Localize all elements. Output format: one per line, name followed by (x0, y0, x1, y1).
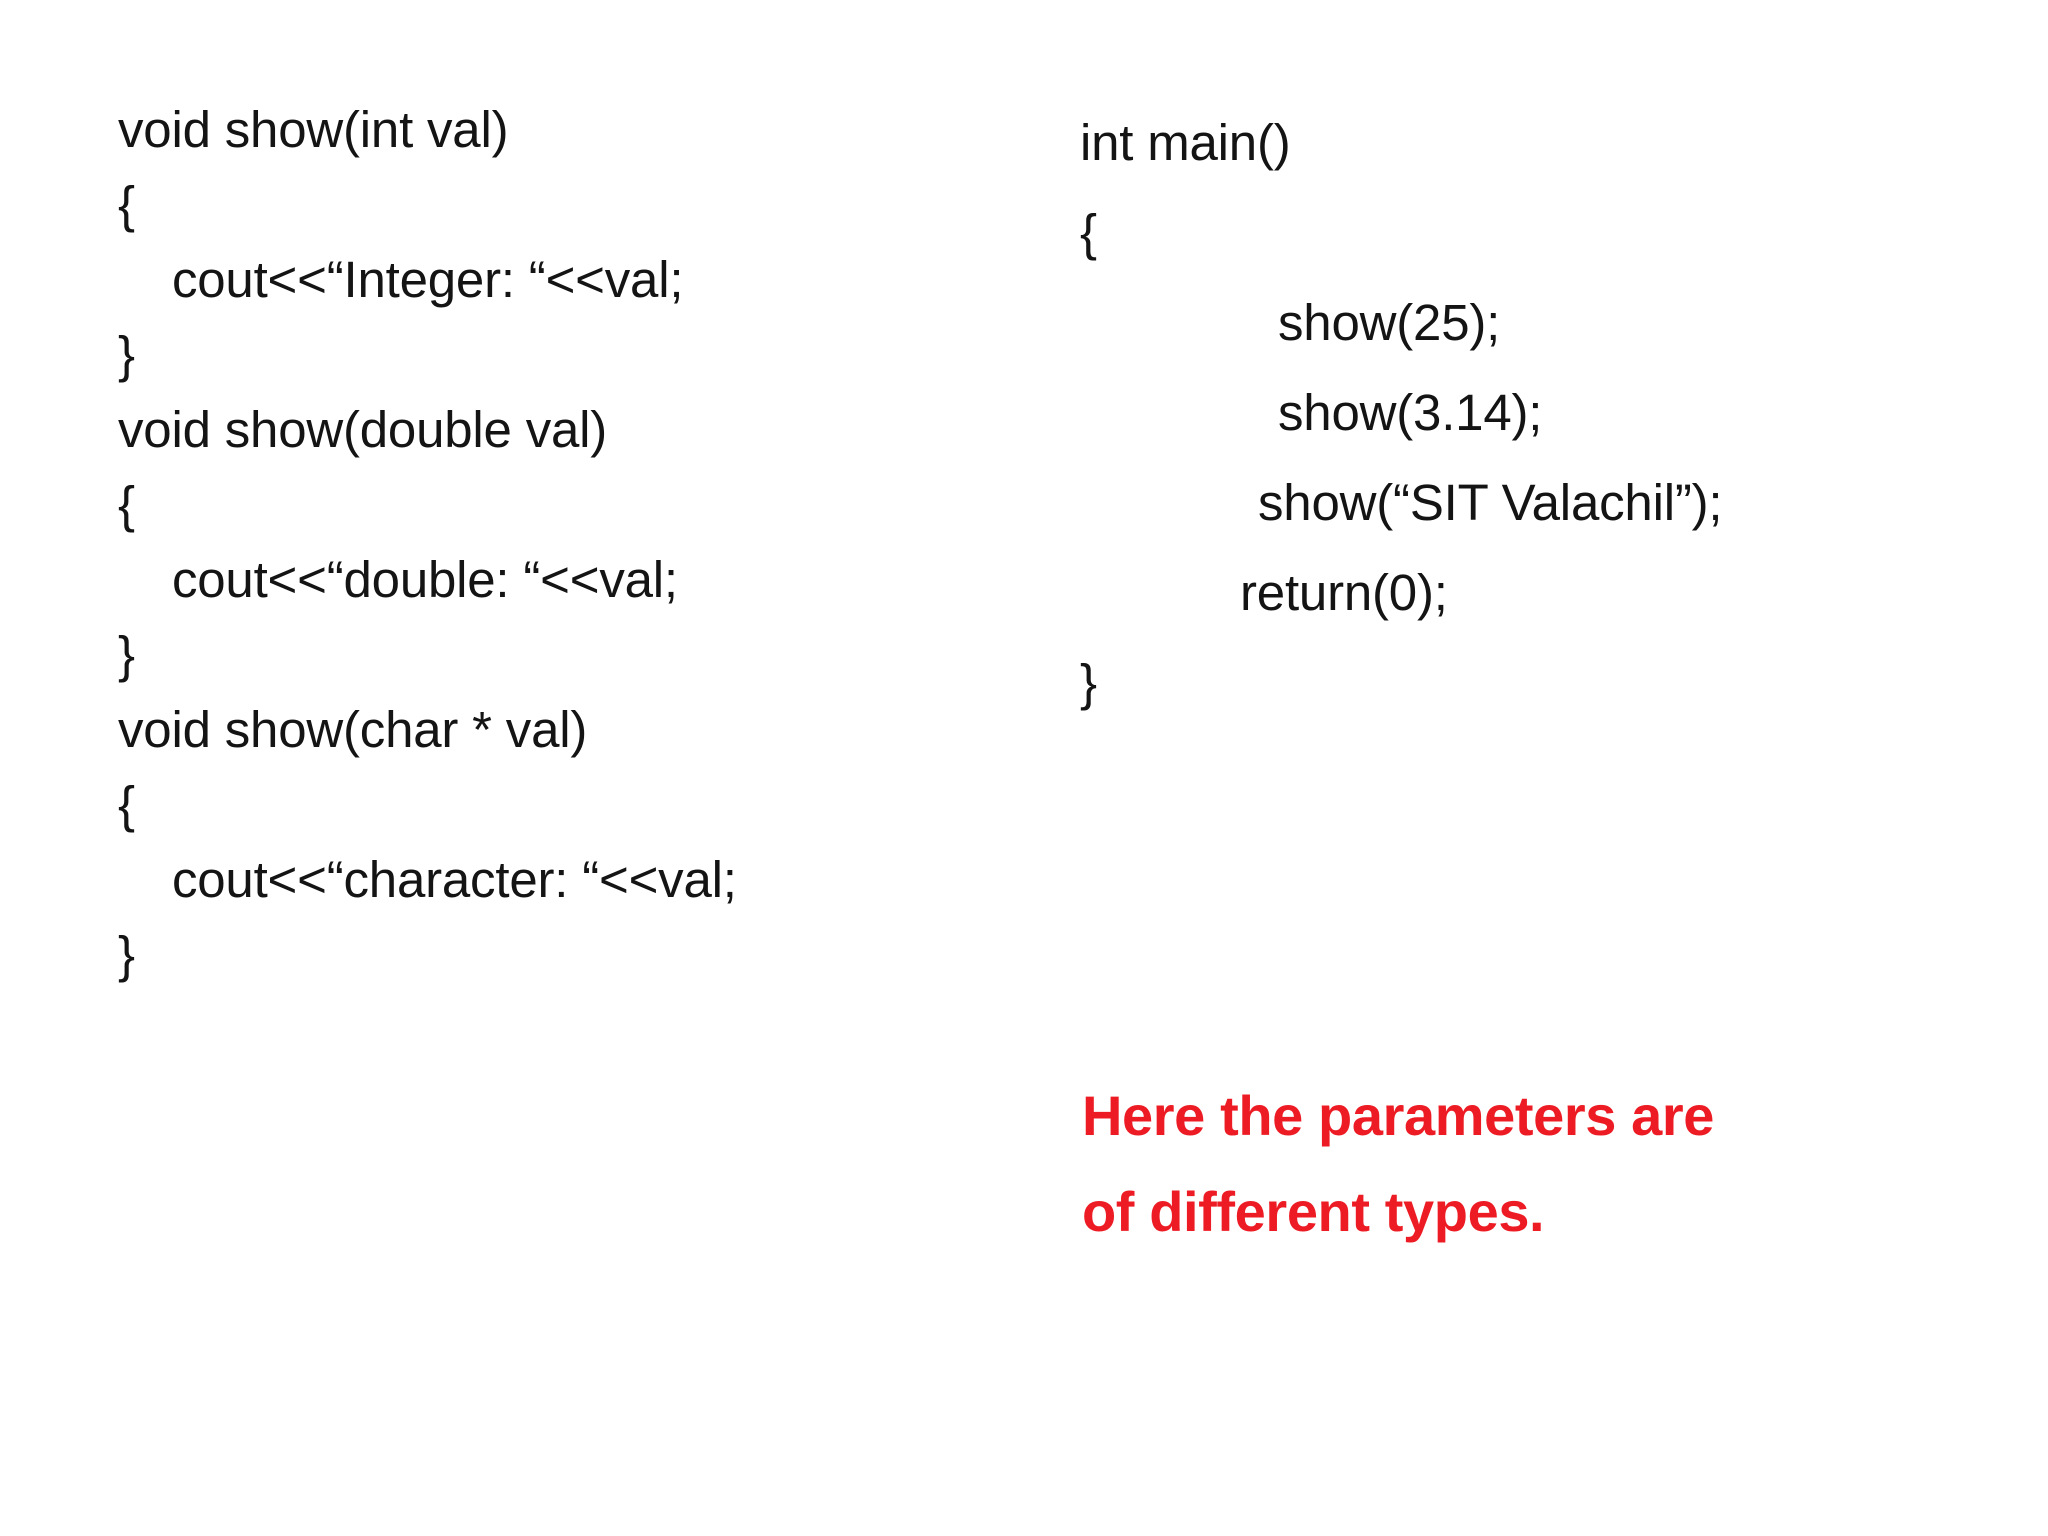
code-line: { (118, 176, 135, 233)
code-line: cout<<“character: “<<val; (144, 851, 737, 908)
code-line: } (118, 326, 135, 383)
code-line: show(“SIT Valachil”); (1258, 474, 1723, 531)
right-code-block: int main() { show(25); show(3.14); show(“SIT… (1080, 98, 1980, 728)
code-line: } (118, 626, 135, 683)
code-line: } (118, 926, 135, 983)
left-code-block: void show(int val) { cout<<“Integer: “<<v… (118, 92, 938, 992)
code-line: show(25); (1278, 294, 1501, 351)
annotation-note-line: of different types. (1082, 1180, 1545, 1243)
code-line: cout<<“double: “<<val; (144, 551, 678, 608)
code-line: { (1080, 204, 1097, 261)
code-line: void show(int val) (118, 101, 509, 158)
code-line: { (118, 476, 135, 533)
code-line: void show(double val) (118, 401, 608, 458)
code-line: { (118, 776, 135, 833)
annotation-note-line: Here the parameters are (1082, 1084, 1715, 1147)
annotation-note: Here the parameters are of different type… (1082, 1068, 1962, 1260)
code-line: void show(char * val) (118, 701, 588, 758)
code-line: } (1080, 654, 1097, 711)
code-line: show(3.14); (1278, 384, 1543, 441)
code-line: return(0); (1240, 564, 1448, 621)
code-line: int main() (1080, 114, 1291, 171)
code-line: cout<<“Integer: “<<val; (144, 251, 684, 308)
